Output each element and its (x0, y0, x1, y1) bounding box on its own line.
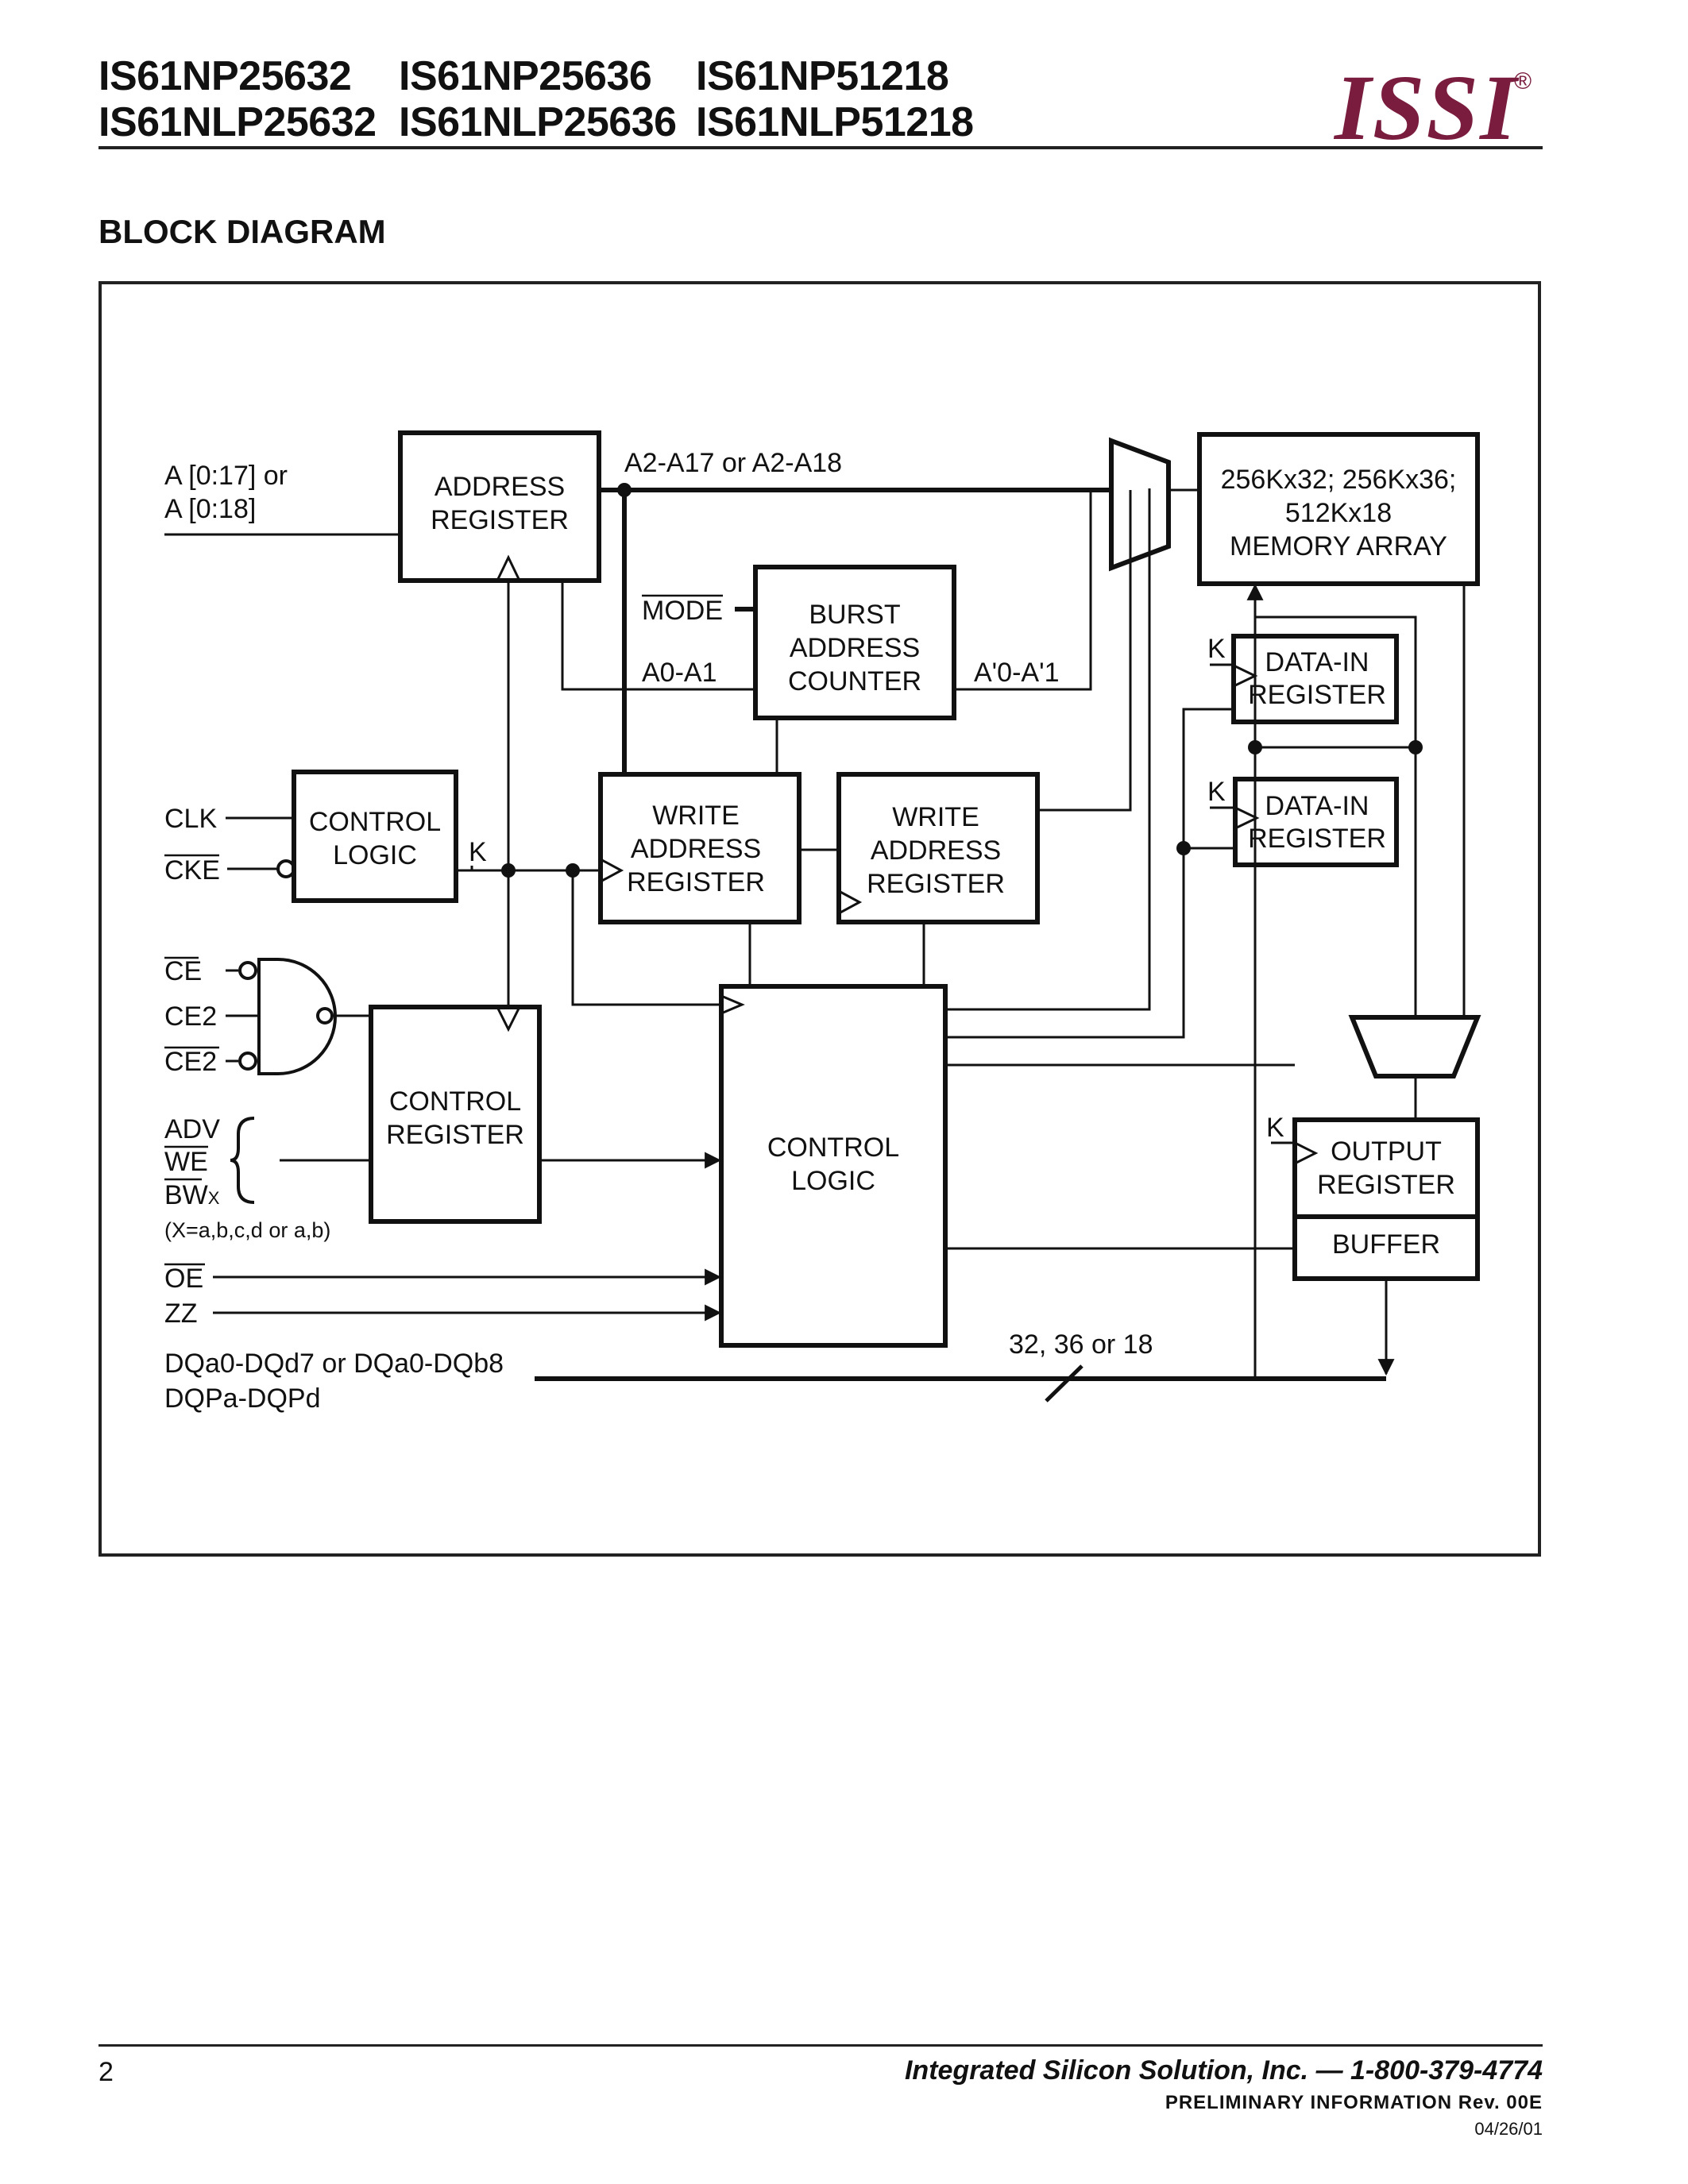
part-number-nlp25632: IS61NLP25632 (98, 99, 377, 145)
control-logic-small-label-2: LOGIC (333, 840, 417, 870)
bus-width-slash (1045, 1364, 1083, 1403)
a0-a1-prime-label: A'0-A'1 (974, 658, 1059, 688)
we-label: WE (164, 1147, 208, 1177)
dq-label-1: DQa0-DQd7 or DQa0-DQb8 (164, 1349, 504, 1379)
k-label-clock: K (469, 837, 487, 867)
address-bus-label: A2-A17 or A2-A18 (624, 448, 842, 478)
bw-label: BWX (164, 1180, 220, 1210)
registered-mark: ® (1514, 68, 1532, 95)
bw-note: (X=a,b,c,d or a,b) (164, 1218, 330, 1242)
burst-address-counter-block (753, 565, 956, 720)
control-register-label-2: REGISTER (386, 1120, 524, 1150)
memory-array-label-1: 256Kx32; 256Kx36; (1221, 465, 1457, 495)
cke-label: CKE (164, 855, 220, 886)
company-line: Integrated Silicon Solution, Inc. — 1-80… (904, 2055, 1543, 2086)
write-reg2-to-mux (1037, 490, 1132, 812)
part-number-nlp25636: IS61NLP25636 (399, 99, 677, 145)
control-register-block (369, 1005, 542, 1224)
write-register-1-label-1: WRITE (652, 801, 740, 831)
signal-group-brace (230, 1117, 255, 1204)
output-register-label-2: REGISTER (1317, 1170, 1455, 1200)
control-register-label-1: CONTROL (389, 1086, 521, 1117)
part-number-nlp51218: IS61NLP51218 (696, 99, 974, 145)
part-number-np25636: IS61NP25636 (399, 53, 652, 99)
diagram-frame (98, 281, 1541, 1557)
a0-a1-label: A0-A1 (642, 658, 717, 688)
dq-label-2: DQPa-DQPd (164, 1383, 321, 1414)
control-logic-small-block (292, 770, 458, 903)
section-title: BLOCK DIAGRAM (98, 213, 386, 250)
write-address-register-2-block (836, 772, 1040, 924)
memory-array-label-3: MEMORY ARRAY (1230, 531, 1447, 561)
clk-label: CLK (164, 804, 217, 834)
data-in-register-2-label-1: DATA-IN (1265, 791, 1369, 821)
ce-label: CE (164, 956, 202, 986)
oe-label: OE (164, 1264, 203, 1294)
ctrl-to-data-in-1 (945, 708, 1234, 1039)
address-input-label-2: A [0:18] (164, 494, 256, 524)
k-label-data-in-2: K (1207, 777, 1226, 807)
k-to-control-logic (571, 870, 721, 1006)
data-in-register-1-block (1231, 634, 1399, 724)
write-register-2-label-3: REGISTER (867, 869, 1005, 899)
data-in-register-1-label-2: REGISTER (1248, 680, 1386, 710)
page-number: 2 (98, 2057, 114, 2087)
addr-reg-to-burst (561, 581, 755, 691)
write-register-2-label-1: WRITE (892, 802, 979, 832)
burst-counter-label-1: BURST (809, 600, 900, 630)
write-address-register-1-block (598, 772, 802, 924)
ce-inversion-bubble (238, 961, 257, 980)
address-register-block (398, 430, 601, 583)
burst-counter-label-2: ADDRESS (790, 633, 920, 663)
memory-array-block (1197, 432, 1480, 586)
revision-date: 04/26/01 (1474, 2119, 1543, 2139)
write-register-1-label-2: ADDRESS (631, 834, 761, 864)
control-logic-main-label-1: CONTROL (767, 1133, 899, 1163)
nand-gate (257, 958, 337, 1075)
ce2-bar-inversion-bubble (238, 1051, 257, 1071)
address-input-label-1: A [0:17] or (164, 461, 288, 491)
data-in-register-2-label-2: REGISTER (1248, 824, 1386, 854)
ce2-bar-label: CE2 (164, 1047, 217, 1077)
data-in-register-1-label-1: DATA-IN (1265, 647, 1369, 677)
control-logic-small-label-1: CONTROL (309, 807, 441, 837)
burst-counter-label-3: COUNTER (788, 666, 921, 696)
address-register-label-1: ADDRESS (435, 472, 565, 502)
part-number-np25632: IS61NP25632 (98, 53, 352, 99)
header-rule (98, 146, 1543, 149)
memory-to-output-mux (1255, 615, 1417, 1017)
preliminary-info: PRELIMINARY INFORMATION Rev. 00E (1165, 2092, 1543, 2113)
mode-label: MODE (642, 596, 723, 626)
control-logic-main-label-2: LOGIC (791, 1166, 875, 1196)
data-in-register-2-block (1233, 777, 1399, 867)
output-mux (1348, 1015, 1481, 1078)
address-mux (1109, 437, 1171, 572)
zz-label: ZZ (164, 1298, 198, 1329)
address-register-label-2: REGISTER (431, 505, 569, 535)
write-register-2-label-2: ADDRESS (871, 835, 1001, 866)
buffer-label: BUFFER (1332, 1229, 1440, 1260)
bus-width-label: 32, 36 or 18 (1009, 1329, 1153, 1360)
burst-out-wire (954, 490, 1092, 691)
write-register-1-label-3: REGISTER (627, 867, 765, 897)
nand-output-bubble (316, 1007, 334, 1024)
adv-label: ADV (164, 1114, 220, 1144)
issi-logo: ISSI (1335, 56, 1519, 160)
part-number-np51218: IS61NP51218 (696, 53, 949, 99)
cke-inversion-bubble (276, 859, 295, 878)
ctrl-to-mux-1 (945, 488, 1151, 1011)
ce2-label: CE2 (164, 1001, 217, 1032)
k-label-data-in-1: K (1207, 634, 1226, 664)
footer-rule (98, 2044, 1543, 2047)
output-register-label-1: OUTPUT (1331, 1136, 1442, 1167)
memory-array-label-2: 512Kx18 (1285, 498, 1392, 528)
k-label-output: K (1266, 1113, 1284, 1143)
